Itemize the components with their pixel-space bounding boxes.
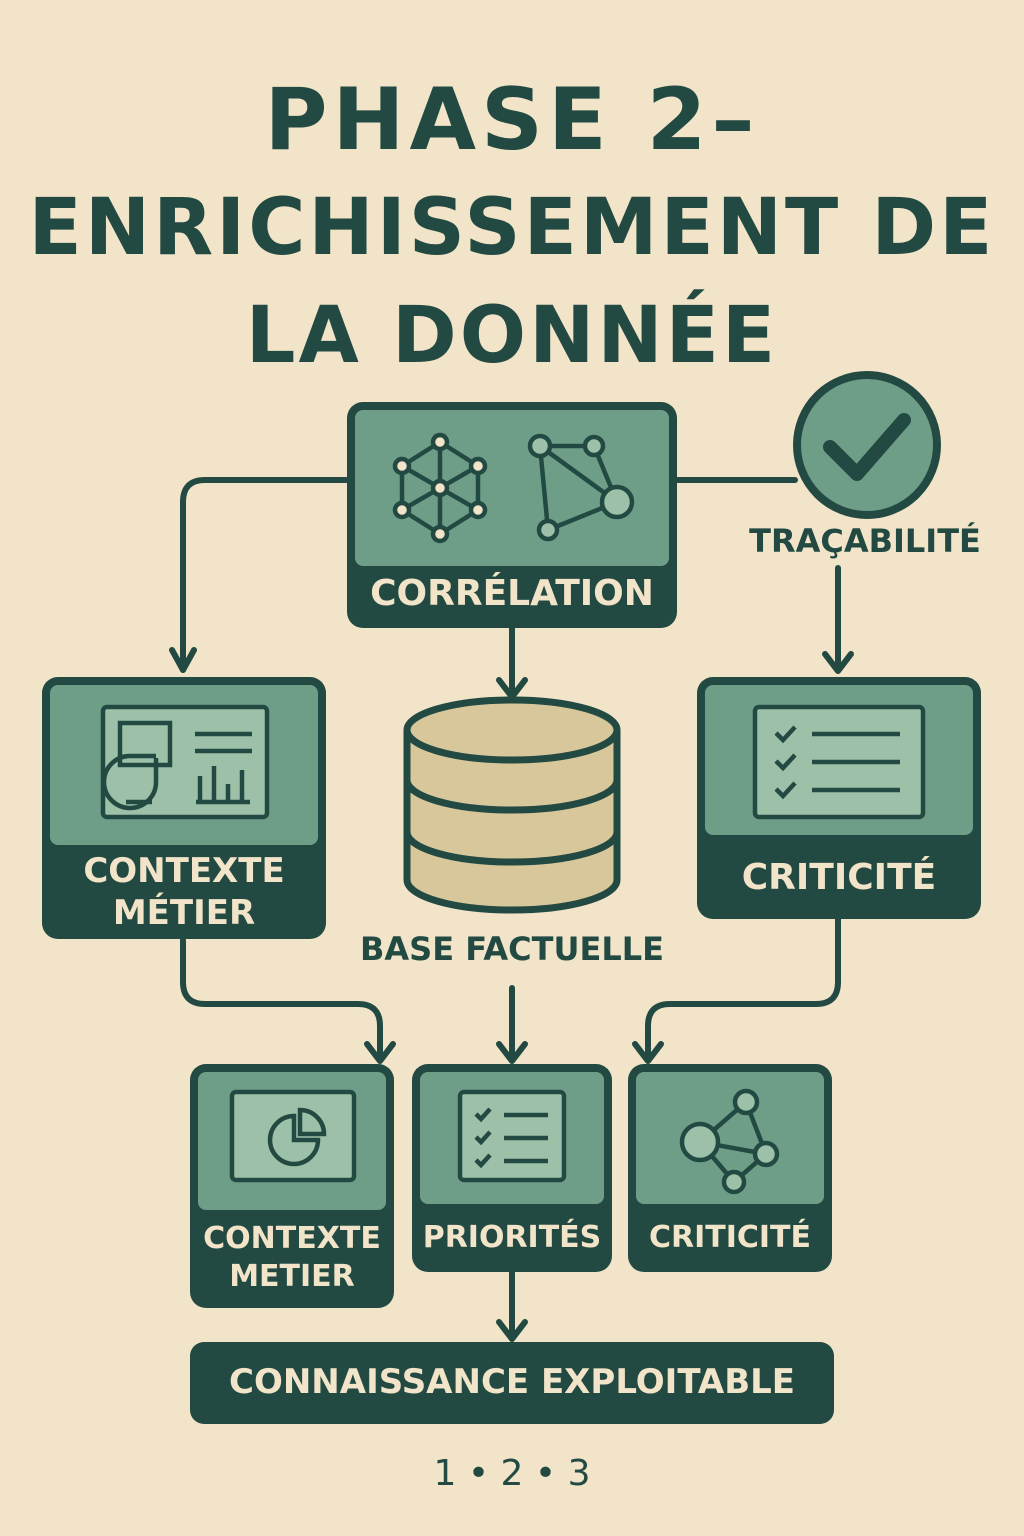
- priority-checklist-icon: [457, 1089, 567, 1183]
- tracabilite-label: TRAÇABILITÉ: [749, 522, 981, 560]
- bottom-priorites-box: [412, 1064, 612, 1272]
- arrowhead-bottom-contexte: [364, 1041, 396, 1064]
- connaissance-bar: [190, 1342, 834, 1424]
- arrowhead-criticite: [822, 651, 854, 674]
- page-title: PHASE 2– ENRICHISSEMENT DE LA DONNÉE: [0, 66, 1024, 390]
- contexte-metier-box: [42, 677, 326, 939]
- network-hexagon-icon: [392, 432, 488, 544]
- title-line-1: PHASE 2–: [264, 70, 760, 170]
- arrowhead-bottom-criticite: [632, 1041, 664, 1064]
- correlation-box: [347, 402, 677, 628]
- network-nodes-icon: [679, 1088, 780, 1195]
- criticite-box: [697, 677, 981, 919]
- arrowhead-connaissance: [496, 1319, 528, 1342]
- arrow-criticite-to-bottom: [645, 915, 841, 1063]
- criticite-label: CRITICITÉ: [741, 857, 937, 898]
- bottom-criticite-label: CRITICITÉ: [648, 1220, 812, 1255]
- arrowhead-contexte: [169, 647, 197, 673]
- title-line-3: LA DONNÉE: [245, 291, 779, 381]
- pagination: 1 • 2 • 3: [433, 1453, 591, 1494]
- bottom-contexte-line-1: CONTEXTE: [203, 1221, 381, 1256]
- contexte-metier-line-1: CONTEXTE: [83, 851, 285, 891]
- network-graph-icon: [527, 433, 635, 542]
- bottom-priorites-label: PRIORITÉS: [422, 1220, 602, 1255]
- base-factuelle-label: BASE FACTUELLE: [360, 930, 664, 968]
- checklist-icon: [752, 704, 926, 820]
- tracabilite-check-icon: [793, 371, 941, 519]
- contexte-metier-label: CONTEXTE MÉTIER: [42, 850, 326, 934]
- connaissance-label: CONNAISSANCE EXPLOITABLE: [229, 1362, 795, 1402]
- dashboard-icon: [100, 704, 270, 820]
- bottom-criticite-box: [628, 1064, 832, 1272]
- database-icon: [403, 696, 621, 914]
- contexte-metier-line-2: MÉTIER: [112, 893, 256, 933]
- arrowhead-priorites: [496, 1041, 528, 1064]
- arrow-contexte-to-bottom: [180, 937, 383, 1063]
- bottom-contexte-label: CONTEXTE METIER: [190, 1220, 394, 1296]
- title-line-2: ENRICHISSEMENT DE: [28, 183, 996, 273]
- bottom-contexte-line-2: METIER: [229, 1259, 355, 1294]
- arrow-correlation-to-contexte: [180, 477, 353, 673]
- bottom-contexte-metier-box: [190, 1064, 394, 1308]
- pie-chart-icon: [229, 1089, 357, 1183]
- correlation-label: CORRÉLATION: [370, 573, 654, 614]
